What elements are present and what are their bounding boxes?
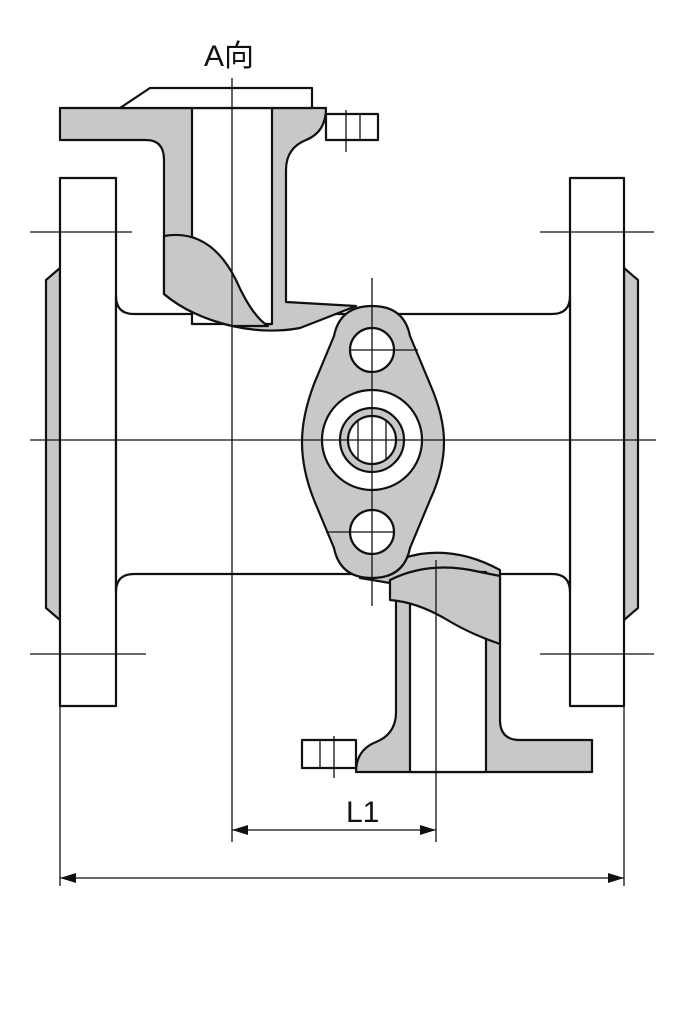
top-cap: [118, 86, 314, 110]
view-direction-label: A向: [204, 40, 254, 73]
top-nozzle: [324, 112, 380, 142]
dimension-l1-arrow-right: [420, 825, 436, 835]
right-flange-raised-face: [622, 266, 640, 622]
dimension-l1-label: L1: [346, 796, 379, 829]
bottom-nozzle: [300, 738, 358, 770]
top-ball-segment: [162, 233, 270, 328]
left-flange-raised-face: [44, 266, 62, 622]
right-flange: [568, 176, 626, 708]
left-flange: [58, 176, 118, 708]
dimension-overall-arrow-right: [608, 873, 624, 883]
dimension-l1-arrow-left: [232, 825, 248, 835]
bottom-ball-segment: [388, 566, 502, 646]
dimension-overall-arrow-left: [60, 873, 76, 883]
